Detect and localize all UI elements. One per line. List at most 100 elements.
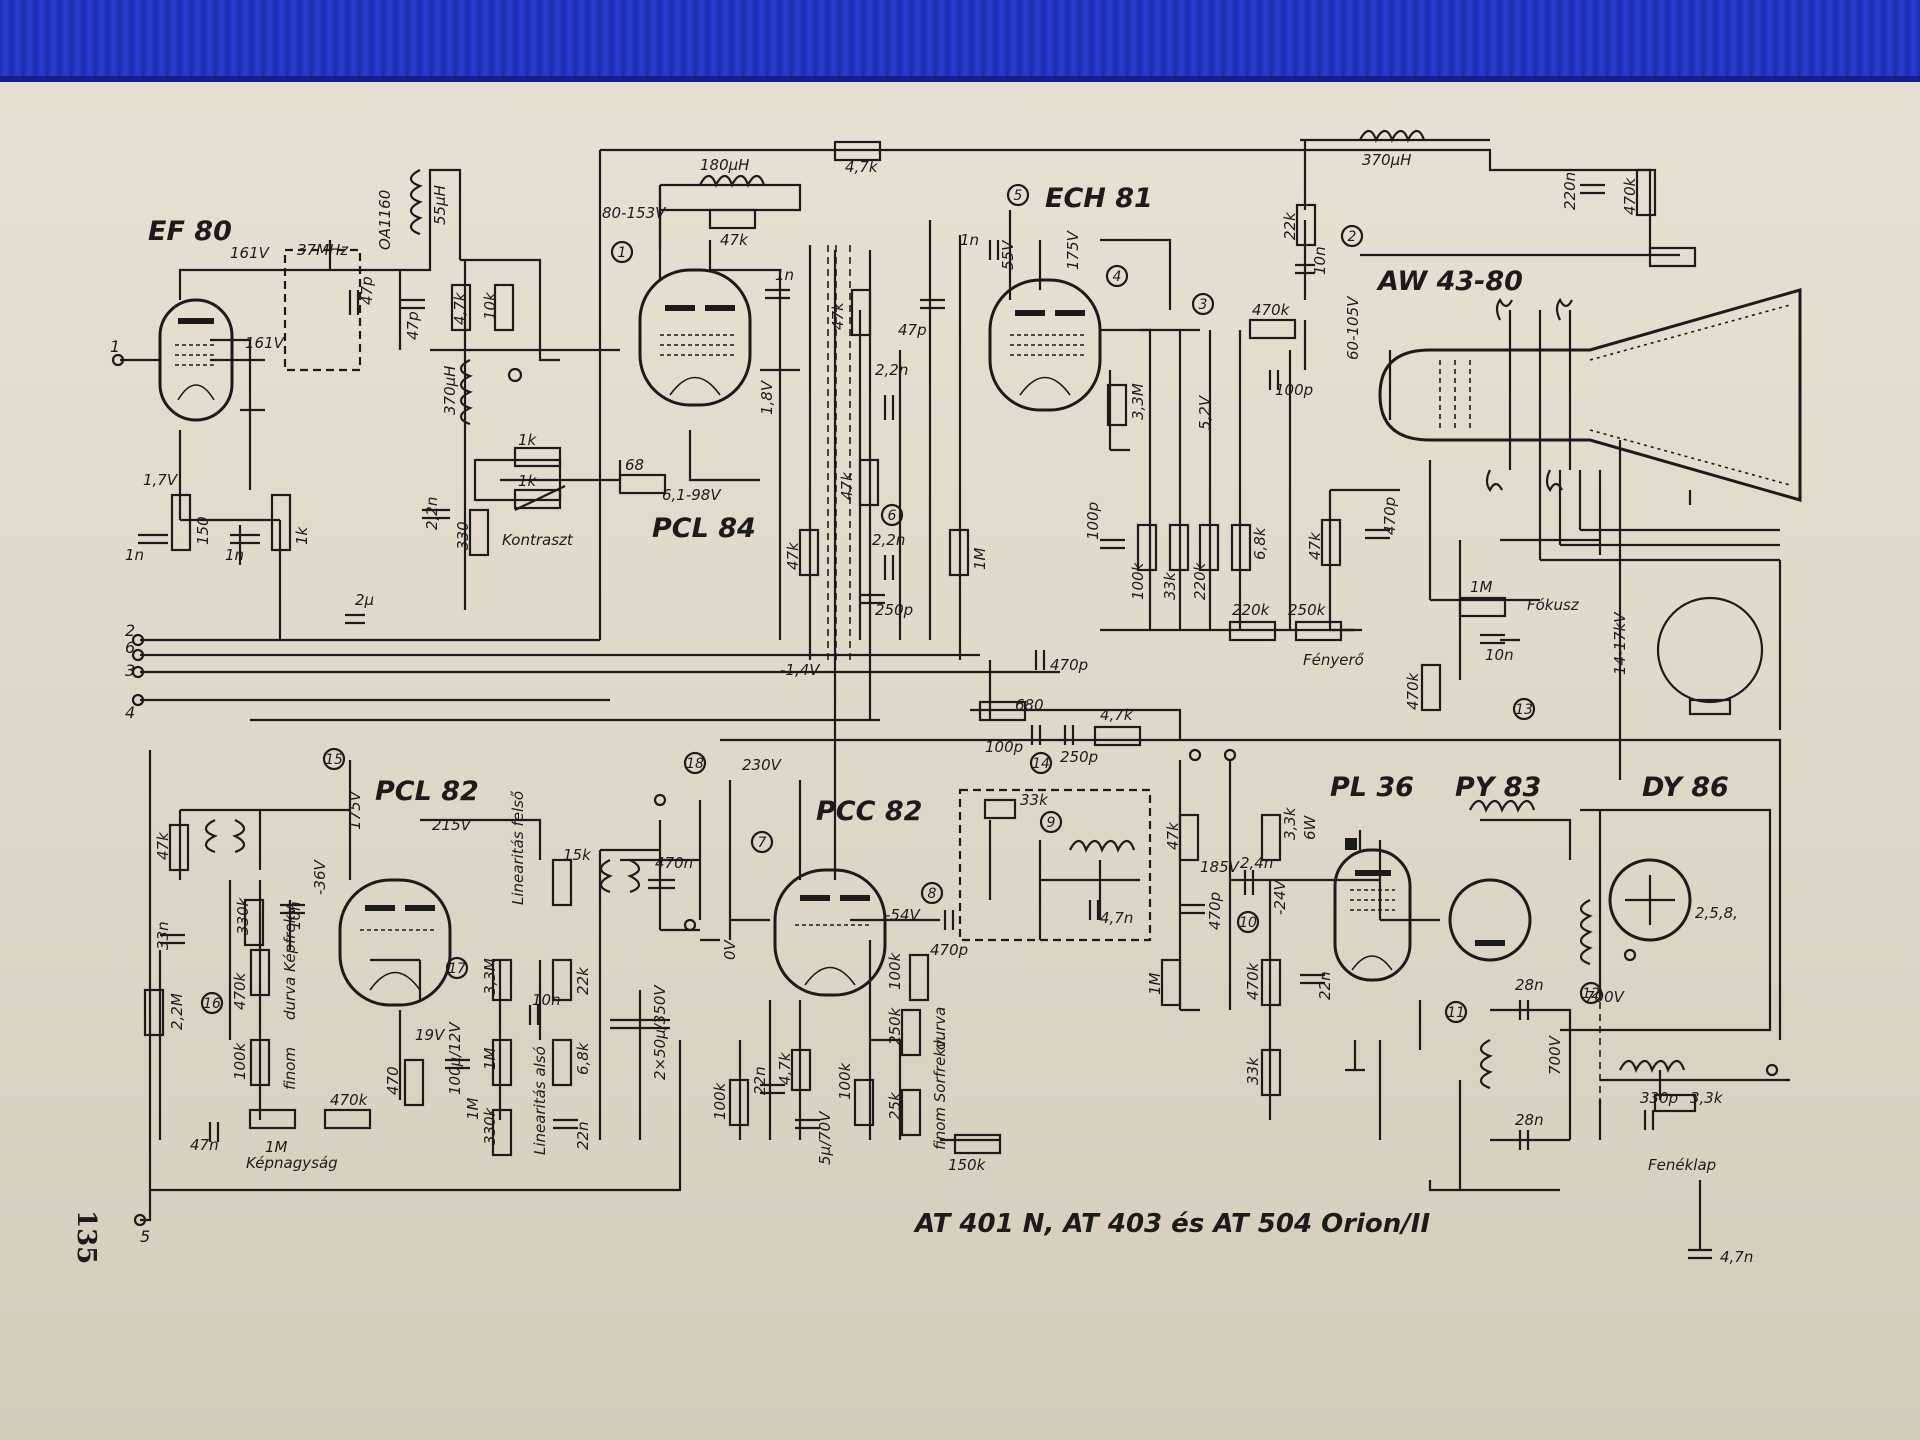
node-1: 1 [618,245,627,261]
label-fenyero: Fényerő [1303,651,1365,669]
pcc82-cathode [738,1000,1000,1142]
val-oa1160: OA1160 [376,190,394,250]
crt-electrodes [1508,310,1572,470]
val-1n-c: 1n [775,266,794,284]
resistor-4-7k [450,283,472,332]
val-22k-a: 22k [1281,211,1299,240]
resistor-100k-c [853,1078,875,1127]
node-15: 15 [325,752,343,768]
val-215v: 215V [432,816,473,834]
node-5: 5 [1014,188,1023,204]
coil-55uh [409,169,423,236]
val-470p-b: 470p [1381,497,1399,535]
bottom-return [1428,1180,1560,1192]
cap-1n-d [988,240,1000,260]
cap-47p-c [920,298,945,310]
val-4-7k-b: 4,7k [845,158,879,176]
cap-22n-f [760,1083,785,1095]
node-8-circle [920,881,944,905]
cap-470p-b [1365,528,1390,540]
val-33n: 33n [154,921,172,950]
val-19v: 19V [415,1026,446,1044]
resistor-22k-b [551,958,573,1002]
pcc82-wires [728,780,940,1140]
val-47p-c: 47p [898,321,927,339]
pot-sorfrekv-durva [900,1008,922,1057]
val-2-4n: 2,4n [1240,854,1273,872]
val-100p-a: 100p [1084,502,1102,540]
cap-100u [445,1058,470,1070]
node-10-circle [1236,910,1260,934]
node-2-circle [1340,224,1364,248]
val-1m-a: 1M [971,547,989,570]
val-2-2n-c: 2,2n [872,531,905,549]
resistor-6-8k [1230,523,1252,572]
cap-220n [1580,183,1605,195]
pot-kepfrekv [249,1038,271,1087]
cap-33n [160,933,185,945]
grounds [238,408,1692,1105]
val-370uh: 370μH [441,366,459,415]
val-100k-d: 100k [711,1081,729,1120]
val-55v: 55V [999,239,1017,270]
resistor-470k-d [1260,958,1282,1007]
val-2u: 2μ [355,591,374,609]
tube-label-pcl84: PCL 84 [652,513,756,544]
ef80-grids [175,344,215,366]
resistor-4-7k-c [790,1048,812,1092]
crt-grids [1439,360,1471,430]
tube-py83 [1448,878,1532,962]
py83-wires [1480,818,1572,1142]
val-100k-b: 100k [231,1041,249,1080]
lower-left-rails [140,718,880,1222]
pcl82-lower [158,880,420,1140]
cap-47n [208,1122,220,1142]
val-6-1-98v: 6,1-98V [662,486,722,504]
resistor-33k-c [983,798,1017,820]
tube-label-pcc82: PCC 82 [816,796,922,827]
node-13-circle [1512,697,1536,721]
label-durva-sorfrekv: durva [931,1007,949,1050]
node-12-circle [1579,981,1603,1005]
transformer-flyback [1579,899,1593,966]
pot-linearitas-also [491,1038,513,1087]
resistor-470k [1248,318,1297,340]
resistor-top-4-7k [833,140,882,162]
terminal-label-3: 3 [125,661,135,680]
cap-470n [648,878,675,890]
val-5u-70v: 5μ/70V [816,1110,834,1165]
terminal-4 [131,693,145,707]
terminal-detector [507,367,523,383]
val-10n-b: 10n [1485,646,1514,664]
val-4-7n-c: 4,7n [1720,1248,1753,1266]
val-100p-c: 100p [985,738,1023,756]
val-10k-a: 10k [481,291,499,320]
cap-2u [345,613,365,625]
terminal-5b [1765,1063,1779,1077]
label-finom-kepfrekv: finom [281,1047,299,1090]
vacuum-tubes [158,268,1692,1007]
ef80-wires [120,268,360,430]
cap-10n-b [1480,633,1505,645]
tube-pcl84 [638,268,752,407]
pcl84-anode-a [665,305,695,311]
label-finom-sorfrekv: finom Sorfrekv. [931,1036,949,1150]
resistor-47k-b [850,288,872,337]
val-180uh: 180μH [700,156,749,174]
crt-deflection-bottom [1485,469,1563,493]
detector-bus [430,260,620,610]
coil-py83-low [1479,1039,1493,1090]
ech81-grids [1010,334,1085,356]
cap-330p [1643,1110,1655,1130]
pot-fokusz [1458,596,1507,618]
val-220n: 220n [1561,172,1579,210]
node-11: 11 [1447,1005,1465,1021]
node-4-circle [1105,264,1129,288]
pcl84-anode [778,245,812,660]
crt-socket-wires [1538,470,1780,562]
val-4-7k-k: 4,7k [776,1051,794,1085]
terminal-6 [131,648,145,662]
flyback-output [1598,1070,1790,1140]
val-470k-d: 470k [1244,961,1262,1000]
val-22k-b: 22k [574,966,592,995]
